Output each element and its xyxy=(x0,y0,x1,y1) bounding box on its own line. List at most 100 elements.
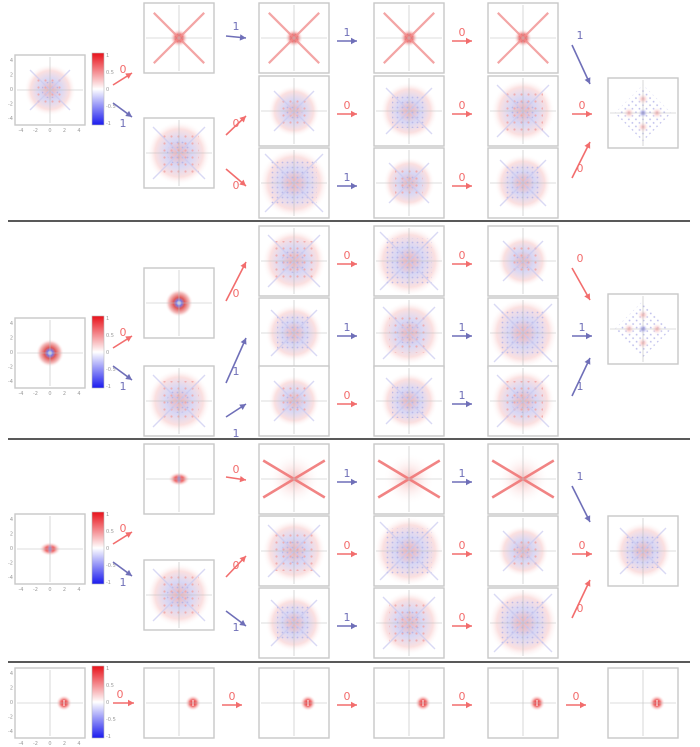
transition-arrow: 1 xyxy=(571,29,591,85)
y-tick-label: -2 xyxy=(8,715,13,721)
arrow-label: 0 xyxy=(577,252,584,265)
arrow-label: 1 xyxy=(577,470,584,483)
transition-arrow: 0 xyxy=(222,690,242,709)
transition-arrow: 0 xyxy=(337,389,357,408)
grid-panel xyxy=(258,587,330,659)
x-tick-label: -4 xyxy=(19,741,24,747)
arrow-label: 1 xyxy=(233,20,240,33)
transition-arrow: 0 xyxy=(225,463,247,483)
arrow-label: 0 xyxy=(577,602,584,615)
arrow-label: 0 xyxy=(459,99,466,112)
y-tick-label: -4 xyxy=(8,575,13,581)
arrow-label: 1 xyxy=(344,321,351,334)
arrow-label: 0 xyxy=(459,249,466,262)
section-dividers xyxy=(8,220,690,663)
transition-arrow: 1 xyxy=(225,403,247,440)
y-tick-label: 2 xyxy=(10,532,13,538)
transition-arrow: 1 xyxy=(337,26,357,45)
arrow-label: 1 xyxy=(233,621,240,634)
transition-arrow: 0 xyxy=(452,611,472,630)
transition-arrow: 1 xyxy=(112,561,133,589)
arrow-label: 0 xyxy=(459,171,466,184)
arrow-label: 0 xyxy=(579,99,586,112)
grid-panel xyxy=(487,443,559,515)
colorbar-tick-label: 1 xyxy=(106,316,109,322)
x-tick-label: -2 xyxy=(33,391,38,397)
arrow-label: 0 xyxy=(573,690,580,703)
transition-arrow: 0 xyxy=(452,539,472,558)
colorbar-tick-label: 1 xyxy=(106,666,109,672)
arrow-label: 1 xyxy=(344,611,351,624)
arrow-label: 1 xyxy=(344,26,351,39)
colorbar-tick-label: -0.5 xyxy=(106,717,116,723)
x-tick-label: -4 xyxy=(19,587,24,593)
y-tick-label: -4 xyxy=(8,379,13,385)
y-tick-label: 2 xyxy=(10,73,13,79)
transition-arrow: 0 xyxy=(452,99,472,118)
transition-arrow: 0 xyxy=(337,690,357,709)
x-tick-label: 4 xyxy=(77,391,80,397)
y-tick-label: 0 xyxy=(10,350,13,356)
output-panel xyxy=(607,77,679,149)
grid-panel xyxy=(258,225,330,297)
chain-panel xyxy=(258,667,330,739)
colorbar-tick-label: 0.5 xyxy=(106,70,114,76)
y-tick-label: 4 xyxy=(10,58,13,64)
arrow-label: 0 xyxy=(120,326,127,339)
arrow-label: 0 xyxy=(579,539,586,552)
arrow-label: 1 xyxy=(233,427,240,440)
arrow-label: 1 xyxy=(344,467,351,480)
y-tick-label: 0 xyxy=(10,700,13,706)
x-tick-label: -2 xyxy=(33,741,38,747)
transition-arrow: 1 xyxy=(225,337,247,384)
transition-arrow: 1 xyxy=(337,321,357,340)
y-tick-label: 2 xyxy=(10,336,13,342)
grid-panel xyxy=(487,365,559,437)
arrow-label: 1 xyxy=(120,576,127,589)
arrow-label: 1 xyxy=(459,467,466,480)
arrow-label: 0 xyxy=(233,117,240,130)
colorbar-tick-label: -0.5 xyxy=(106,104,116,110)
arrow-label: 0 xyxy=(459,26,466,39)
x-tick-label: 2 xyxy=(63,741,66,747)
transition-arrow: 0 xyxy=(337,99,357,118)
grid-panel xyxy=(487,297,559,369)
transition-arrow: 0 xyxy=(571,579,591,619)
transition-arrow: 0 xyxy=(337,249,357,268)
x-tick-label: -4 xyxy=(19,128,24,134)
x-tick-label: 2 xyxy=(63,587,66,593)
colorbar-tick-label: 0 xyxy=(106,350,109,356)
transition-arrow: 0 xyxy=(113,688,134,707)
x-tick-label: 0 xyxy=(48,128,51,134)
branch-panel xyxy=(143,559,215,631)
colorbar-tick-label: 1 xyxy=(106,512,109,518)
transition-arrow: 0 xyxy=(452,690,472,709)
arrow-label: 0 xyxy=(344,389,351,402)
arrow-label: 0 xyxy=(120,522,127,535)
colorbar: 10.50-0.5-1 xyxy=(91,665,116,740)
colorbar-tick-label: -0.5 xyxy=(106,563,116,569)
transition-arrow: 1 xyxy=(337,467,357,486)
x-tick-label: -4 xyxy=(19,391,24,397)
transition-arrow: 1 xyxy=(112,102,133,130)
transition-arrow: 0 xyxy=(225,168,247,192)
grid-panel xyxy=(258,515,330,587)
grid-panel xyxy=(373,515,445,587)
grid-panel xyxy=(373,587,445,659)
grid-panel xyxy=(258,147,330,219)
transition-arrow: 1 xyxy=(571,357,591,397)
y-tick-label: 4 xyxy=(10,321,13,327)
grid-panel xyxy=(258,365,330,437)
transition-arrow: 0 xyxy=(225,115,247,136)
y-tick-label: 0 xyxy=(10,546,13,552)
transition-arrow: 1 xyxy=(571,470,591,523)
x-tick-label: 0 xyxy=(48,391,51,397)
grid-panel xyxy=(487,147,559,219)
y-tick-label: 4 xyxy=(10,671,13,677)
y-tick-label: -4 xyxy=(8,116,13,122)
